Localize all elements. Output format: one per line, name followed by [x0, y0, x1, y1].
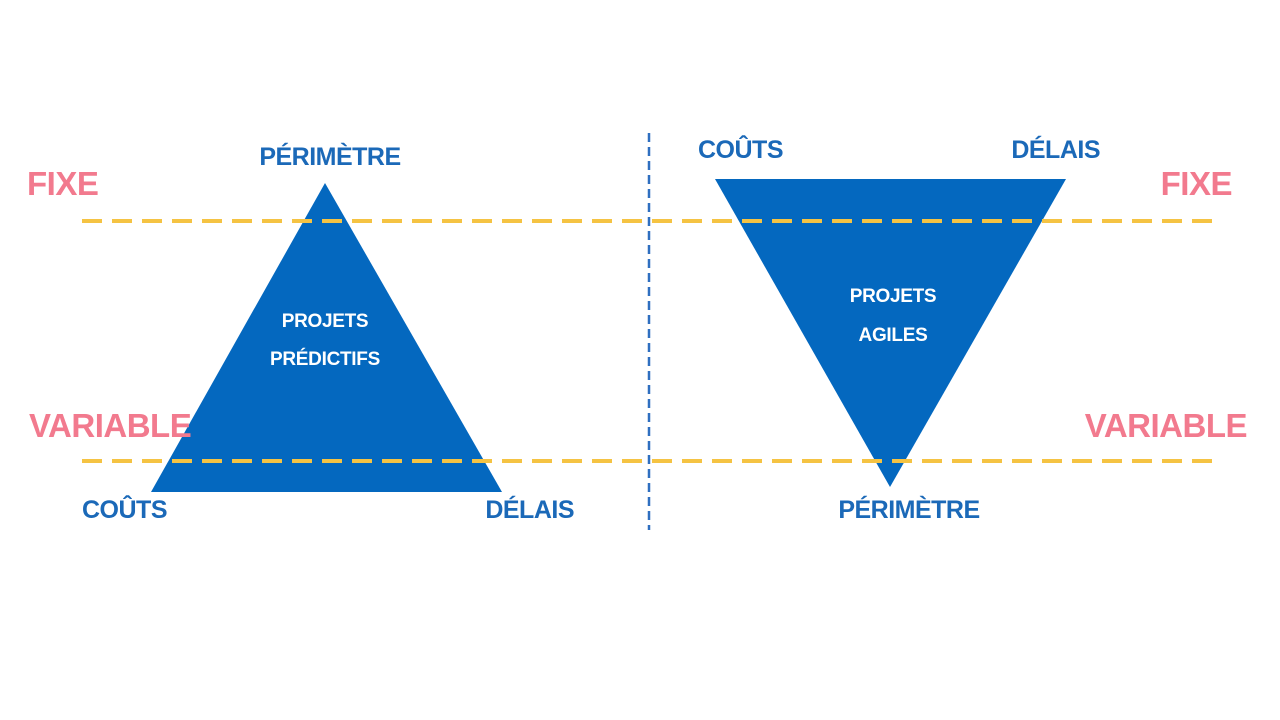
predictive-bottom-left-label: COÛTS — [82, 494, 167, 524]
agile-inner-line1: PROJETS — [850, 286, 937, 307]
agile-top-left-label: COÛTS — [698, 134, 783, 164]
variable-label-left: VARIABLE — [29, 407, 191, 444]
variable-label-right: VARIABLE — [1085, 407, 1247, 444]
fixed-label-right: FIXE — [1161, 165, 1232, 202]
agile-triangle — [715, 179, 1066, 487]
predictive-inner-line1: PROJETS — [282, 311, 369, 332]
agile-inner-line2: AGILES — [859, 325, 928, 346]
predictive-bottom-right-label: DÉLAIS — [485, 495, 574, 524]
predictive-inner-line2: PRÉDICTIFS — [270, 348, 380, 370]
agile-bottom-label: PÉRIMÈTRE — [838, 495, 979, 524]
fixed-label-left: FIXE — [27, 165, 98, 202]
agile-top-right-label: DÉLAIS — [1011, 135, 1100, 164]
predictive-top-label: PÉRIMÈTRE — [259, 142, 400, 171]
predictive-triangle — [151, 183, 502, 492]
